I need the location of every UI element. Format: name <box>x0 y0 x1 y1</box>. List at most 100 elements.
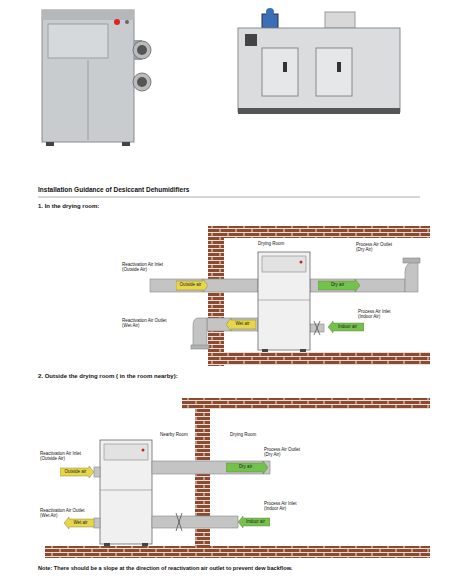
flow-label: Outside air <box>65 470 90 475</box>
dehumidifier-unit <box>104 543 110 546</box>
air-flow-arrow: Dry air <box>318 279 360 292</box>
callout-label: Reactivation Air Inlet (Outside Air) <box>40 451 90 461</box>
air-flow-arrow: Outside air <box>176 279 208 292</box>
product-photo <box>48 24 108 58</box>
duct <box>152 461 270 474</box>
dehumidifier-unit <box>258 252 310 350</box>
duct <box>94 467 100 477</box>
callout-label: Process Air Inlet (Indoor Air) <box>264 501 312 511</box>
arrow-shape <box>226 461 268 474</box>
arrow-shape <box>176 279 208 292</box>
duct <box>191 345 209 349</box>
dehumidifier-unit <box>262 256 306 272</box>
air-flow-arrow: Indoor air <box>238 516 270 528</box>
flow-label: Dry air <box>239 465 255 470</box>
flow-label: Wet air <box>232 322 249 327</box>
product-photo <box>125 20 129 24</box>
product-photo <box>42 10 134 20</box>
dehumidifier-unit <box>142 543 148 546</box>
callout-label: Drying Room <box>258 241 284 246</box>
product-photo <box>337 62 341 72</box>
callout-label: Process Air Inlet (Indoor Air) <box>358 309 406 319</box>
product-photo <box>122 142 130 146</box>
brick-wall <box>208 226 224 366</box>
air-flow-arrow: Indoor air <box>328 321 364 333</box>
flow-label: Indoor air <box>243 520 265 525</box>
product-photo <box>137 45 147 55</box>
product-photo <box>262 14 278 28</box>
page-title: Installation Guidance of Desiccant Dehum… <box>38 186 189 193</box>
product-photo <box>137 77 147 87</box>
product-photo <box>238 108 400 114</box>
product-photo <box>42 10 134 142</box>
duct <box>310 279 405 292</box>
brick-wall <box>45 398 430 558</box>
dehumidifier-unit <box>142 449 145 452</box>
brick-wall <box>208 226 430 366</box>
product-photo <box>238 28 400 112</box>
duct <box>176 513 182 531</box>
duct <box>207 318 258 331</box>
section-heading: Note: There should be a slope at the dir… <box>38 565 292 571</box>
brick-wall <box>45 546 430 558</box>
dehumidifier-unit <box>100 490 152 491</box>
duct <box>314 321 320 335</box>
arrow-shape <box>226 318 256 331</box>
product-photo <box>262 48 298 96</box>
dehumidifier-unit <box>100 440 152 544</box>
duct <box>94 518 100 528</box>
product-photo <box>245 34 257 46</box>
callout-label: Nearby Room <box>160 432 188 437</box>
air-flow-arrow: Wet air <box>226 318 256 331</box>
dehumidifier-unit <box>300 349 306 352</box>
dehumidifier-unit <box>104 444 148 460</box>
product-photo <box>114 19 120 25</box>
dehumidifier-unit <box>100 440 152 546</box>
air-flow-arrow: Outside air <box>60 466 94 478</box>
product-photo <box>42 10 151 146</box>
dehumidifier-unit <box>262 349 268 352</box>
dehumidifier-unit <box>258 252 310 352</box>
flow-label: Wet air <box>70 521 87 526</box>
duct <box>403 258 420 263</box>
arrow-shape <box>318 279 360 292</box>
air-flow-arrow: Wet air <box>64 517 94 529</box>
callout-label: Reactivation Air Outlet (Wet Air) <box>40 508 90 518</box>
product-photo <box>283 62 287 72</box>
flow-label: Indoor air <box>335 325 357 330</box>
product-photo <box>88 60 89 140</box>
arrow-shape <box>60 466 94 478</box>
product-photo <box>238 8 400 114</box>
section-heading: 2. Outside the drying room ( in the room… <box>38 373 178 380</box>
callout-label: Reactivation Air Inlet (Outside Air) <box>122 262 170 272</box>
product-photo <box>325 12 355 28</box>
callout-label: Drying Room <box>230 432 256 437</box>
brick-wall <box>210 226 430 238</box>
product-photo <box>133 41 151 59</box>
flow-label: Outside air <box>180 283 205 288</box>
callout-label: Process Air Outlet (Dry Air) <box>356 242 400 252</box>
dehumidifier-unit <box>300 261 303 264</box>
duct <box>193 318 207 346</box>
brick-wall <box>208 352 430 365</box>
callout-label: Reactivation Air Outlet (Wet Air) <box>122 318 170 328</box>
duct <box>94 461 270 531</box>
flow-label: Dry air <box>331 283 347 288</box>
arrow-shape <box>238 516 270 528</box>
callout-label: Process Air Outlet (Dry Air) <box>264 447 308 457</box>
title-rule <box>38 197 420 198</box>
duct <box>405 262 418 292</box>
dehumidifier-unit <box>258 300 310 301</box>
duct <box>150 279 258 292</box>
air-flow-arrow: Dry air <box>226 461 268 474</box>
arrow-shape <box>64 517 94 529</box>
arrow-shape <box>328 321 364 333</box>
duct <box>152 516 238 528</box>
brick-wall <box>195 398 210 558</box>
product-photo <box>266 8 274 16</box>
brick-wall <box>182 398 430 409</box>
product-photo <box>316 48 352 96</box>
product-photo <box>133 73 151 91</box>
